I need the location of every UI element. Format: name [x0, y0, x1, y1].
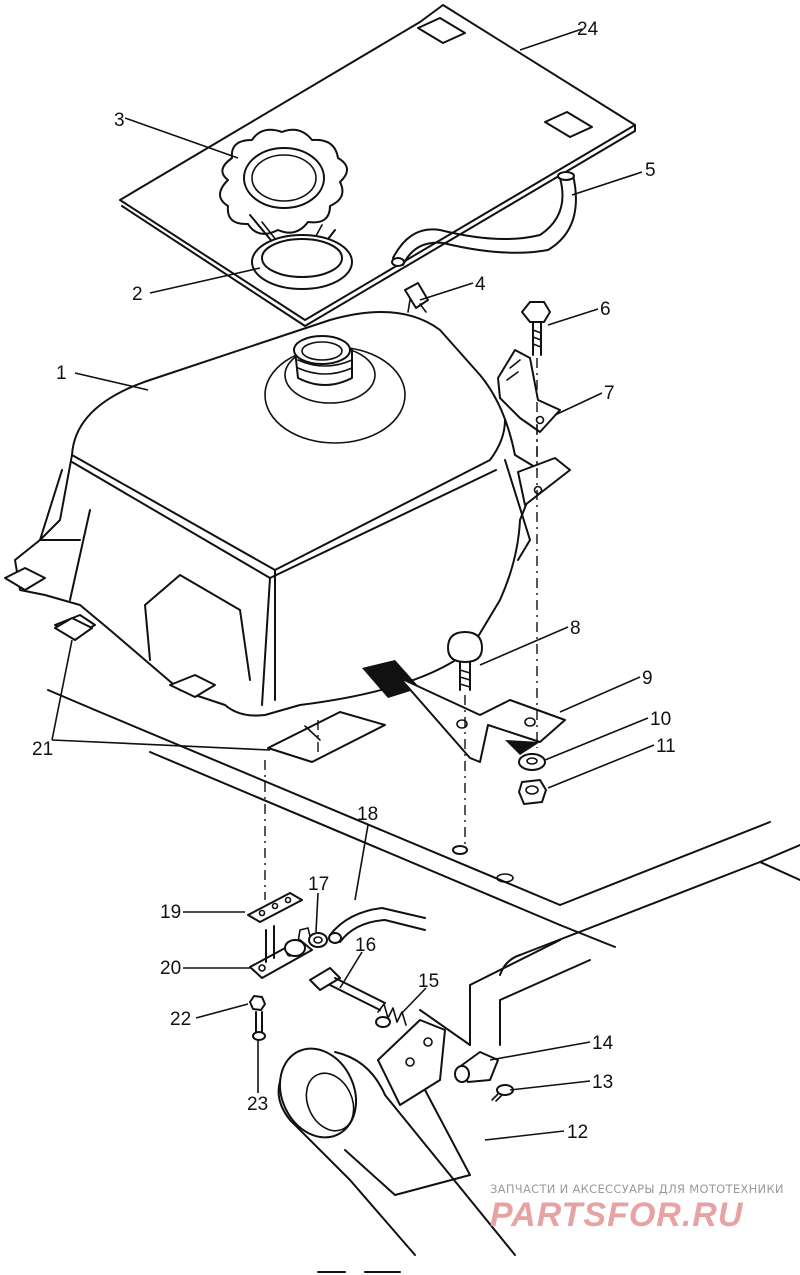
bolt-upper	[521, 301, 551, 356]
frame-rails	[47, 689, 800, 1046]
callout-13: 13	[592, 1072, 613, 1093]
callout-11: 11	[656, 736, 676, 757]
petcock-assembly	[247, 892, 328, 1041]
knob-screw	[491, 1084, 514, 1102]
callout-6: 6	[600, 299, 611, 320]
watermark-brand: PARTSFOR.RU	[490, 1196, 744, 1234]
spring	[375, 1003, 407, 1028]
callout-labels: 1 2 3 4 5 6 7 8 9 10 11 12 13 14 15 16 1…	[32, 19, 676, 1143]
leader-lines	[51, 28, 655, 1141]
callout-24: 24	[577, 19, 599, 40]
callout-16: 16	[355, 935, 376, 956]
fuel-line	[328, 907, 426, 944]
callout-15: 15	[418, 971, 439, 992]
watermark: ЗАПЧАСТИ И АКСЕССУАРЫ ДЛЯ МОТОТЕХНИКИ PA…	[490, 1182, 784, 1234]
callout-21: 21	[32, 739, 53, 760]
vent-fitting	[404, 282, 429, 313]
cap-gasket	[251, 234, 353, 290]
callout-7: 7	[604, 383, 615, 404]
callout-3: 3	[114, 110, 125, 131]
frame-hole	[452, 845, 468, 855]
fuel-tank	[4, 311, 571, 717]
callout-20: 20	[160, 958, 181, 979]
callout-18: 18	[357, 804, 378, 825]
control-knob	[454, 1051, 499, 1083]
callout-23: 23	[247, 1094, 268, 1115]
callout-1: 1	[56, 363, 67, 384]
callout-8: 8	[570, 618, 581, 639]
callout-9: 9	[642, 668, 653, 689]
callout-17: 17	[308, 874, 329, 895]
callout-22: 22	[170, 1009, 191, 1030]
washer	[518, 753, 546, 771]
callout-12: 12	[567, 1122, 588, 1143]
frame-hole	[496, 873, 514, 883]
callout-5: 5	[645, 160, 656, 181]
assembly-centerlines	[264, 358, 538, 900]
callout-10: 10	[650, 709, 671, 730]
callout-14: 14	[592, 1033, 614, 1054]
decal-panel	[119, 4, 636, 327]
callout-2: 2	[132, 284, 143, 305]
filler-cap	[219, 128, 348, 276]
watermark-caption: ЗАПЧАСТИ И АКСЕССУАРЫ ДЛЯ МОТОТЕХНИКИ	[490, 1182, 784, 1196]
lower-frame-tube	[277, 1019, 516, 1256]
lower-bracket	[399, 677, 566, 763]
vent-hose	[391, 171, 577, 267]
callout-4: 4	[475, 274, 486, 295]
upper-bracket	[497, 349, 561, 433]
callout-19: 19	[160, 902, 181, 923]
bolt-lower	[447, 631, 483, 691]
nut	[518, 779, 547, 805]
rubber-pads	[54, 617, 386, 763]
